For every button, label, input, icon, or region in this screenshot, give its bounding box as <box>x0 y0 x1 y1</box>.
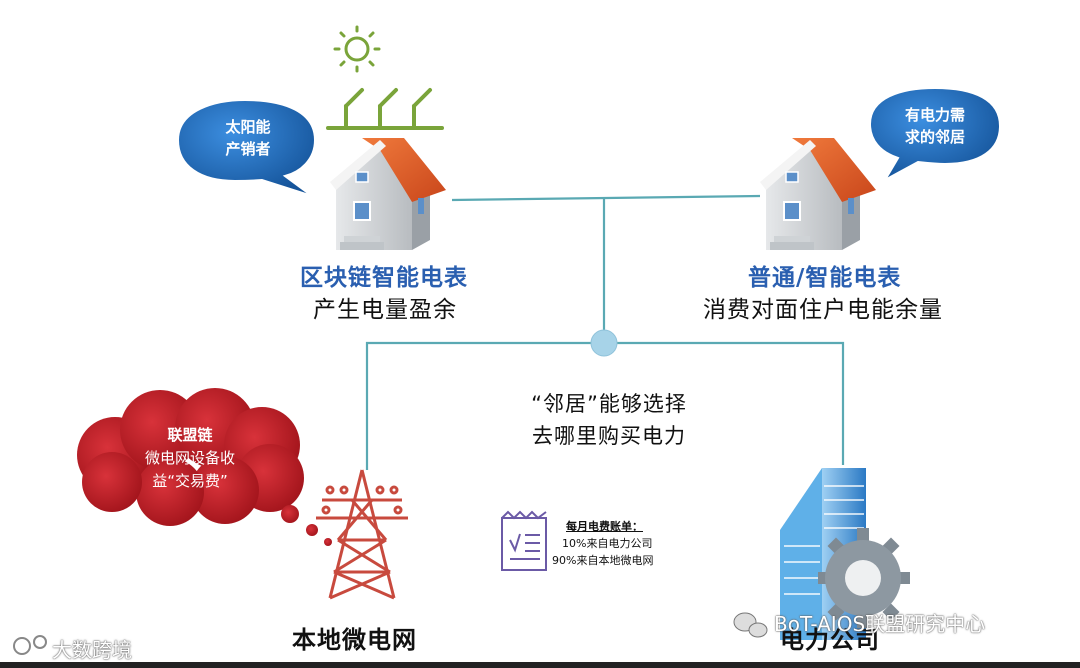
junction-node <box>590 329 618 357</box>
watermark-right: BoT-AIOS联盟研究中心 <box>774 612 986 636</box>
bubble-right-line2: 求的邻居 <box>904 128 965 146</box>
watermark-logo-icon <box>13 635 47 655</box>
gear-icon <box>818 528 910 628</box>
bill-line2: 90%来自本地微电网 <box>552 554 654 567</box>
cloud-line3: 益“交易费” <box>152 472 228 490</box>
cloud-text: 联盟链 微电网设备收 益“交易费” <box>100 424 280 493</box>
house-left <box>330 138 446 250</box>
bubble-left-line2: 产销者 <box>225 140 271 158</box>
center-line1: “邻居”能够选择 <box>531 392 687 416</box>
meter-left-title: 区块链智能电表 <box>300 265 468 291</box>
cloud-title: 联盟链 <box>167 426 213 444</box>
transmission-tower-icon <box>316 469 408 600</box>
microgrid-label: 本地微电网 <box>292 626 417 654</box>
bubble-left-line1: 太阳能 <box>225 118 271 136</box>
center-caption: “邻居”能够选择 去哪里购买电力 <box>494 388 724 452</box>
center-line2: 去哪里购买电力 <box>532 424 686 448</box>
cloud-line2: 微电网设备收 <box>144 449 235 467</box>
utility-label: 电力公司 <box>780 626 880 654</box>
house-right <box>760 138 876 250</box>
meter-right-subtitle: 消费对面住户电能余量 <box>703 297 943 323</box>
bubble-right-line1: 有电力需 <box>904 106 965 124</box>
solar-panel-icon <box>326 88 444 130</box>
bill-text: 每月电费账单： 10%来自电力公司 90%来自本地微电网 <box>552 518 702 569</box>
bubble-right-text: 有电力需 求的邻居 <box>882 104 988 148</box>
speech-bubble-right <box>868 86 1002 183</box>
bill-title: 每月电费账单： <box>566 520 643 533</box>
bubble-left-text: 太阳能 产销者 <box>200 116 296 160</box>
bill-line1: 10%来自电力公司 <box>562 537 653 550</box>
bottom-strip <box>0 662 1080 668</box>
bill-document-icon <box>501 510 547 571</box>
thought-cloud <box>77 388 332 546</box>
watermark-left: 大数跨境 <box>52 638 132 662</box>
meter-left-subtitle: 产生电量盈余 <box>313 297 457 323</box>
sun-icon <box>333 25 381 73</box>
speech-bubble-left <box>176 98 317 197</box>
wechat-icon <box>733 612 768 638</box>
meter-right-title: 普通/智能电表 <box>748 265 902 291</box>
